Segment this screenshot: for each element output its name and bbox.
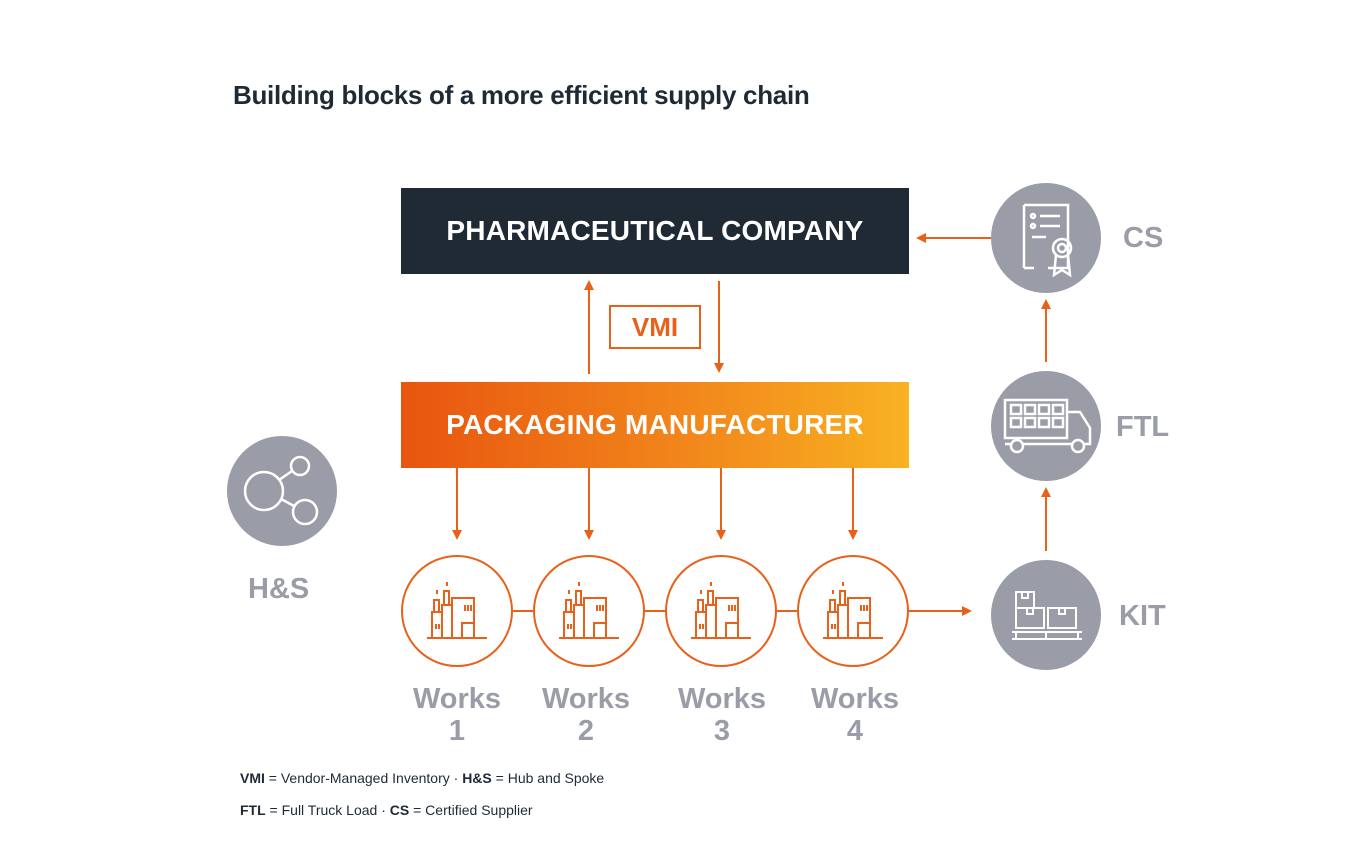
page-title: Building blocks of a more efficient supp…: [233, 80, 810, 110]
hub-spoke-circle: [227, 436, 337, 546]
works-name: Works: [541, 683, 631, 715]
works-3-label: Works 3: [662, 683, 782, 747]
legend-abbr: H&S: [462, 770, 492, 786]
kit-label: KIT: [1119, 600, 1166, 632]
works-number: 1: [448, 715, 466, 747]
legend-text: = Full Truck Load ·: [265, 802, 390, 818]
pharmaceutical-company-label: PHARMACEUTICAL COMPANY: [446, 215, 864, 246]
works-number: 2: [577, 715, 595, 747]
pharmaceutical-company-box: PHARMACEUTICAL COMPANY: [401, 188, 909, 274]
legend-line-2: FTL = Full Truck Load · CS = Certified S…: [240, 802, 533, 818]
works-1-label: Works 1: [397, 683, 517, 747]
hub-spoke-icon: [243, 455, 319, 526]
packaging-manufacturer-label: PACKAGING MANUFACTURER: [446, 409, 864, 440]
vmi-label: VMI: [631, 311, 679, 342]
legend-text: = Vendor-Managed Inventory ·: [264, 770, 463, 786]
works-4-label: Works 4: [795, 683, 915, 747]
ftl-circle: [991, 371, 1101, 481]
works-name: Works: [412, 683, 502, 715]
ftl-label: FTL: [1116, 411, 1170, 443]
legend-text: = Hub and Spoke: [491, 770, 605, 786]
kit-circle: [991, 560, 1101, 670]
works-3-circle: [665, 555, 777, 667]
cs-label: CS: [1123, 222, 1164, 254]
works-name: Works: [677, 683, 767, 715]
cs-circle: [991, 183, 1101, 293]
hs-label: H&S: [248, 573, 310, 605]
legend-abbr: FTL: [240, 802, 266, 818]
legend-abbr: CS: [389, 802, 410, 818]
legend-line-1: VMI = Vendor-Managed Inventory · H&S = H…: [240, 770, 604, 786]
works-number: 3: [713, 715, 731, 747]
legend-text: = Certified Supplier: [409, 802, 533, 818]
works-name: Works: [810, 683, 900, 715]
works-2-label: Works 2: [526, 683, 646, 747]
works-4-circle: [797, 555, 909, 667]
truck-icon: [1003, 398, 1092, 454]
boxes-on-pallet-icon: [1012, 591, 1082, 640]
certificate-icon: [1022, 203, 1073, 278]
works-1-circle: [401, 555, 513, 667]
vmi-box: VMI: [609, 305, 701, 349]
works-number: 4: [846, 715, 864, 747]
packaging-manufacturer-box: PACKAGING MANUFACTURER: [401, 382, 909, 468]
legend-abbr: VMI: [240, 770, 265, 786]
works-2-circle: [533, 555, 645, 667]
